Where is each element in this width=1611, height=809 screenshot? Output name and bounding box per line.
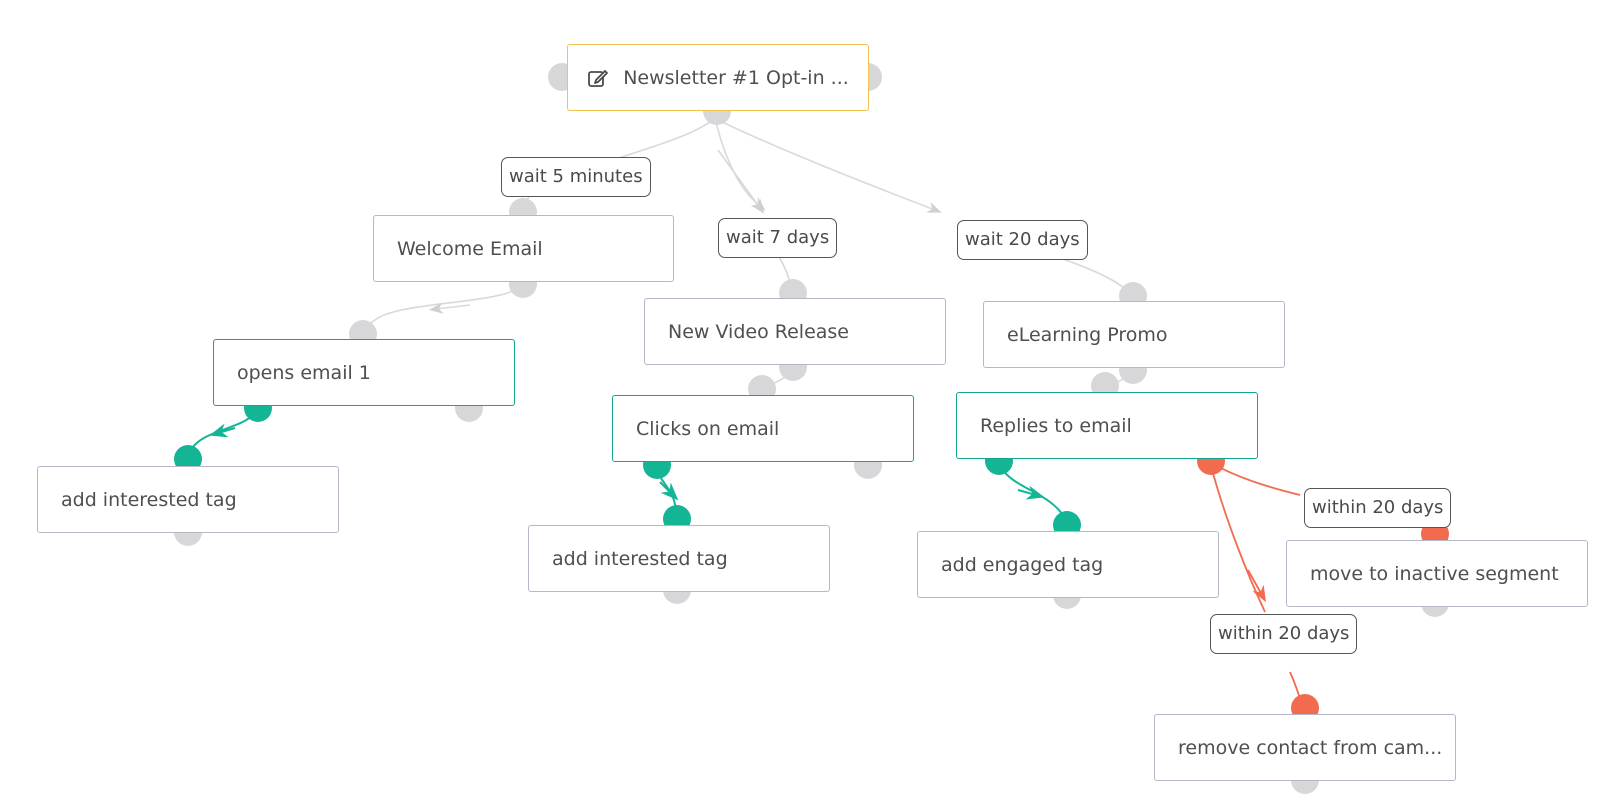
edge-arrow-opens-yes (209, 423, 236, 438)
opens-email-1-label: opens email 1 (237, 361, 371, 384)
trigger-node[interactable]: Newsletter #1 Opt-in ... (567, 44, 869, 111)
remove-contact-label: remove contact from cam... (1178, 736, 1443, 759)
add-interested-tag-node-2[interactable]: add interested tag (528, 525, 830, 592)
add-interested-tag-node-1[interactable]: add interested tag (37, 466, 339, 533)
welcome-email-node[interactable]: Welcome Email (373, 215, 674, 282)
opens-email-1-node[interactable]: opens email 1 (213, 339, 515, 406)
trigger-label: Newsletter #1 Opt-in ... (623, 66, 849, 89)
edit-icon (587, 67, 609, 89)
edge-label-wait-20-days[interactable]: wait 20 days (957, 220, 1088, 260)
add-interested-tag-label-2: add interested tag (552, 547, 728, 570)
new-video-release-node[interactable]: New Video Release (644, 298, 946, 365)
edge-arrow-video (717, 149, 765, 214)
new-video-release-label: New Video Release (668, 320, 849, 343)
edge-welcome-to-opens (361, 283, 523, 335)
edge-label-within-20-days-1[interactable]: within 20 days (1304, 488, 1452, 528)
edge-trigger-to-elearning (717, 119, 942, 213)
edge-arrow-replies-no (1247, 569, 1266, 603)
replies-to-email-label: Replies to email (980, 414, 1132, 437)
add-engaged-tag-label: add engaged tag (941, 553, 1104, 576)
clicks-on-email-label: Clicks on email (636, 417, 780, 440)
edge-arrow-clicks-yes (659, 481, 679, 501)
edge-label-within-20-days-2[interactable]: within 20 days (1210, 614, 1358, 654)
add-interested-tag-label-1: add interested tag (61, 488, 237, 511)
clicks-on-email-node[interactable]: Clicks on email (612, 395, 914, 462)
replies-to-email-node[interactable]: Replies to email (956, 392, 1258, 459)
welcome-email-label: Welcome Email (397, 237, 543, 260)
edge-trigger-to-video (714, 117, 793, 293)
edge-label-wait-7-days[interactable]: wait 7 days (718, 218, 838, 258)
remove-contact-node[interactable]: remove contact from cam... (1154, 714, 1456, 781)
move-to-inactive-segment-node[interactable]: move to inactive segment (1286, 540, 1588, 607)
edge-label-wait-5-minutes[interactable]: wait 5 minutes (501, 157, 651, 197)
add-engaged-tag-node[interactable]: add engaged tag (917, 531, 1219, 598)
edge-arrow-opens (428, 302, 471, 314)
elearning-promo-node[interactable]: eLearning Promo (983, 301, 1285, 368)
elearning-promo-label: eLearning Promo (1007, 323, 1168, 346)
move-to-inactive-segment-label: move to inactive segment (1310, 562, 1559, 585)
edge-arrow-replies-yes (1017, 485, 1045, 500)
